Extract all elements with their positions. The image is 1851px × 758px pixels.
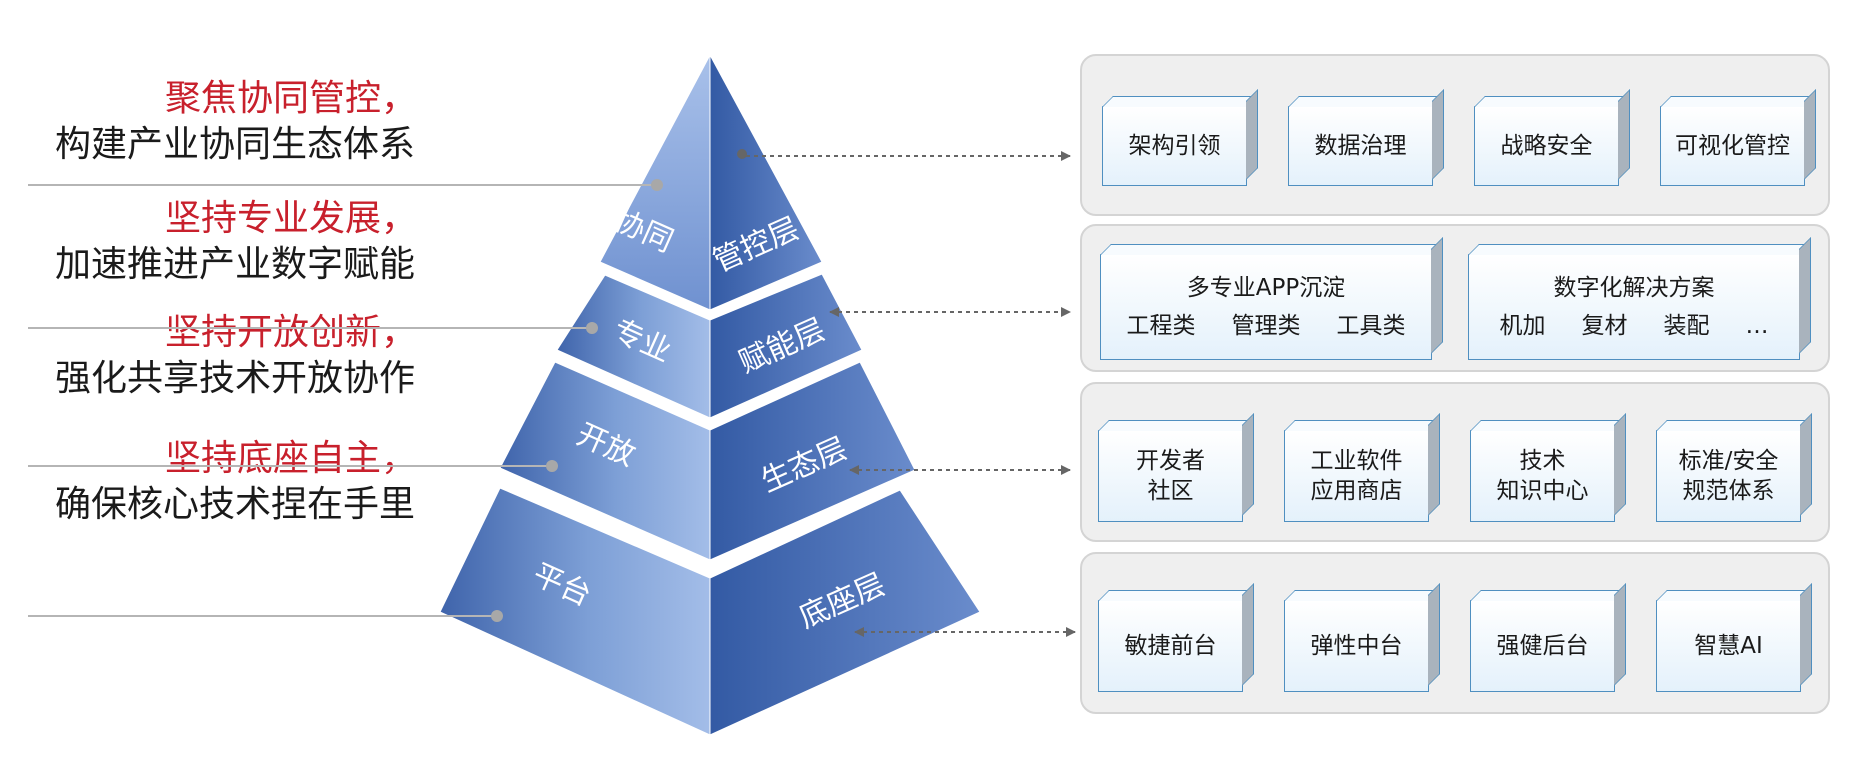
box-agile-frontend: 敏捷前台 xyxy=(1098,600,1243,692)
box-item: 工具类 xyxy=(1336,313,1406,339)
box-label: 可视化管控 xyxy=(1675,133,1790,159)
panel-governance: 架构引领 数据治理 战略安全 可视化管控 xyxy=(1080,54,1830,216)
box-item: 管理类 xyxy=(1231,313,1301,339)
slogan-text: 确保核心技术捏在手里 xyxy=(55,484,416,525)
box-line: 应用商店 xyxy=(1310,478,1403,504)
box-title: 数字化解决方案 xyxy=(1553,275,1715,301)
slogan-highlight: 坚持开放创新， xyxy=(165,312,418,353)
box-line: 开发者 xyxy=(1136,448,1205,474)
slogan-professional: 坚持专业发展， 加速推进产业数字赋能 xyxy=(0,196,430,288)
box-architecture-lead: 架构引领 xyxy=(1102,106,1247,186)
box-line: 技术 xyxy=(1519,448,1566,474)
box-item: 装配 xyxy=(1663,313,1710,339)
pyramid-level-collaboration xyxy=(599,54,823,311)
left-leader-lines xyxy=(28,179,663,622)
panel-enablement: 多专业APP沉淀 工程类 管理类 工具类 数字化解决方案 机加 复材 装配 … xyxy=(1080,224,1830,372)
box-visual-control: 可视化管控 xyxy=(1660,106,1805,186)
box-strategic-security: 战略安全 xyxy=(1474,106,1619,186)
panel-foundation: 敏捷前台 弹性中台 强健后台 智慧AI xyxy=(1080,552,1830,714)
box-elastic-middle: 弹性中台 xyxy=(1284,600,1429,692)
slogan-highlight: 坚持专业发展， xyxy=(165,198,418,239)
box-item: 复材 xyxy=(1581,313,1628,339)
box-label: 弹性中台 xyxy=(1310,633,1403,659)
box-label: 敏捷前台 xyxy=(1124,633,1217,659)
pyramid-level-professional xyxy=(556,273,863,419)
box-digital-solutions: 数字化解决方案 机加 复材 装配 … xyxy=(1468,254,1800,360)
box-item: … xyxy=(1745,313,1769,339)
box-label: 数据治理 xyxy=(1314,133,1407,159)
slogan-text: 加速推进产业数字赋能 xyxy=(55,244,416,285)
slogan-text: 强化共享技术开放协作 xyxy=(55,358,416,399)
box-item: 工程类 xyxy=(1126,313,1196,339)
box-line: 社区 xyxy=(1147,478,1194,504)
box-developer-community: 开发者 社区 xyxy=(1098,430,1243,522)
box-line: 工业软件 xyxy=(1310,448,1403,474)
box-smart-ai: 智慧AI xyxy=(1656,600,1801,692)
box-app-accumulation: 多专业APP沉淀 工程类 管理类 工具类 xyxy=(1100,254,1432,360)
slogan-open-innovation: 坚持开放创新， 强化共享技术开放协作 xyxy=(0,310,430,402)
box-items: 机加 复材 装配 … xyxy=(1500,311,1769,341)
slogan-highlight: 坚持底座自主， xyxy=(165,438,418,479)
box-software-store: 工业软件 应用商店 xyxy=(1284,430,1429,522)
box-line: 知识中心 xyxy=(1496,478,1589,504)
box-line: 规范体系 xyxy=(1682,478,1775,504)
box-standards-system: 标准/安全 规范体系 xyxy=(1656,430,1801,522)
box-data-governance: 数据治理 xyxy=(1288,106,1433,186)
slogan-text: 构建产业协同生态体系 xyxy=(55,124,416,165)
slogan-platform: 坚持底座自主， 确保核心技术捏在手里 xyxy=(0,436,430,528)
box-label: 强健后台 xyxy=(1496,633,1589,659)
box-line: 标准/安全 xyxy=(1678,448,1779,474)
pyramid-level-open xyxy=(499,361,916,561)
panel-ecosystem: 开发者 社区 工业软件 应用商店 技术 知识中心 标准/安全 规范体系 xyxy=(1080,382,1830,542)
slogan-highlight: 聚焦协同管控， xyxy=(165,78,418,119)
box-items: 工程类 管理类 工具类 xyxy=(1127,311,1406,341)
box-item: 机加 xyxy=(1499,313,1546,339)
box-label: 战略安全 xyxy=(1500,133,1593,159)
box-title: 多专业APP沉淀 xyxy=(1186,275,1346,301)
right-connectors xyxy=(737,149,1076,637)
box-knowledge-center: 技术 知识中心 xyxy=(1470,430,1615,522)
box-robust-backend: 强健后台 xyxy=(1470,600,1615,692)
slogan-collaboration: 聚焦协同管控， 构建产业协同生态体系 xyxy=(0,76,430,168)
box-label: 架构引领 xyxy=(1128,133,1221,159)
box-label: 智慧AI xyxy=(1694,633,1763,659)
pyramid-level-platform xyxy=(439,487,981,736)
